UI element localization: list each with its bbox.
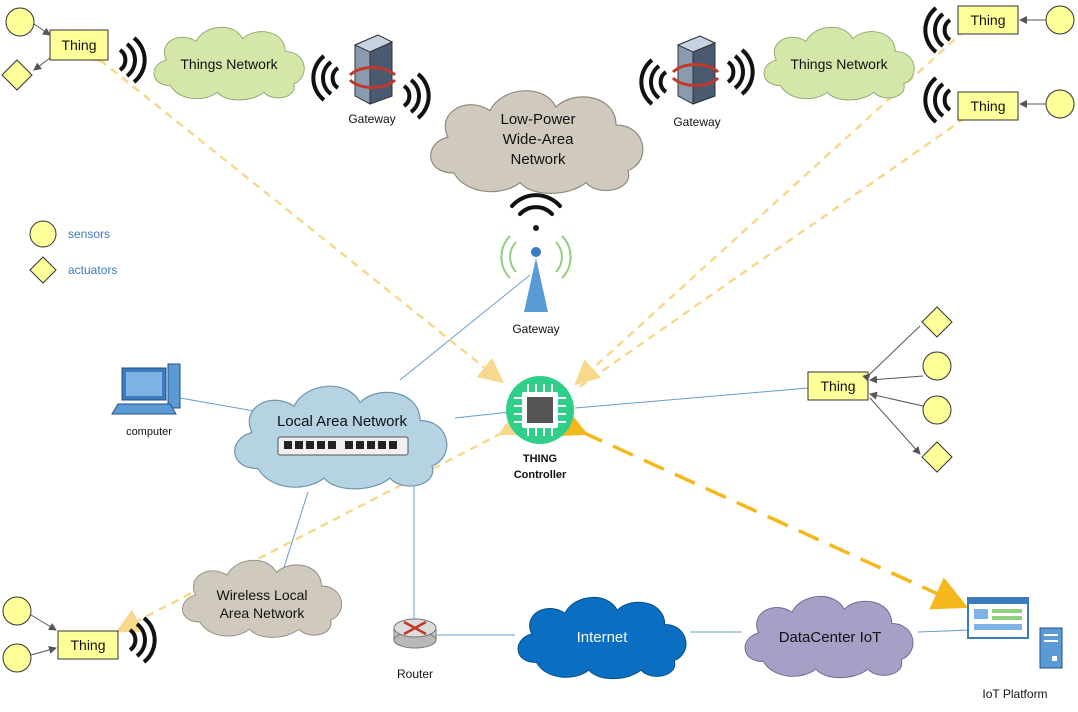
sensor-icon — [1045, 5, 1075, 35]
antenna-icon — [500, 235, 572, 312]
internet-cloud: Internet — [517, 596, 687, 680]
thing-controller: THING Controller — [506, 376, 574, 481]
iot-platform-label: IoT Platform — [982, 687, 1047, 701]
lpwan-cloud: Low-Power Wide-Area Network — [430, 90, 644, 195]
sensor-icon — [2, 643, 32, 673]
wifi-signal-icon — [118, 36, 147, 84]
sensor-icon — [922, 351, 952, 381]
wifi-signal-icon — [510, 193, 562, 231]
computer-icon — [111, 363, 181, 415]
gateway-center-label: Gateway — [512, 322, 559, 336]
dashed-link-controller-platform — [549, 404, 969, 610]
gateway-center: Gateway — [500, 193, 572, 336]
things-network-left-cloud: Things Network — [153, 26, 305, 101]
thing-label: Thing — [61, 37, 96, 53]
legend-actuator-icon — [29, 256, 57, 284]
wifi-signal-icon — [726, 48, 755, 96]
sensor-icon — [2, 596, 32, 626]
wlan-label-line-1: Wireless Local — [216, 587, 307, 603]
wifi-signal-icon — [402, 72, 431, 120]
wifi-signal-icon — [128, 616, 157, 664]
server-icon — [1039, 627, 1063, 669]
thing-label: Thing — [970, 98, 1005, 114]
internet-label: Internet — [577, 629, 629, 646]
datacenter-cloud: DataCenter IoT — [744, 595, 914, 679]
gateway-right: Gateway — [639, 35, 755, 129]
router-label: Router — [397, 667, 433, 681]
wlan-cloud: Wireless Local Area Network — [182, 559, 343, 638]
gateway-right-label: Gateway — [673, 115, 720, 129]
lan-label: Local Area Network — [277, 413, 408, 430]
controller-label-line-2: Controller — [514, 469, 567, 481]
thing-bottom-left: Thing — [2, 596, 157, 673]
wire-controller-thing — [574, 387, 809, 409]
controller-label-line-1: THING — [523, 453, 557, 465]
thing-top-right-2: Thing — [923, 76, 1075, 124]
actuator-icon — [921, 306, 953, 338]
legend-actuators-label: actuators — [68, 263, 117, 277]
thing-top-left: Thing — [1, 7, 147, 91]
gateway-left: Gateway — [311, 34, 431, 126]
wire-datacenter-platform — [917, 629, 973, 633]
thing-label: Thing — [820, 378, 855, 394]
legend-sensor-icon — [29, 220, 57, 248]
network-switch-icon — [277, 436, 409, 456]
lan-cloud: Local Area Network — [233, 385, 448, 490]
actuator-icon — [1, 59, 33, 91]
wire-lan-gateway — [399, 274, 531, 381]
computer: computer — [111, 363, 181, 438]
lpwan-label-line-2: Wide-Area — [503, 131, 575, 148]
wifi-signal-icon — [311, 54, 340, 102]
datacenter-label: DataCenter IoT — [779, 629, 882, 646]
wlan-label-line-2: Area Network — [220, 605, 306, 621]
sensor-icon — [5, 7, 35, 37]
server-tower-icon — [348, 34, 397, 105]
thing-label: Thing — [70, 637, 105, 653]
wifi-signal-icon — [923, 6, 952, 54]
thing-label: Thing — [970, 12, 1005, 28]
thing-top-right-1: Thing — [923, 5, 1075, 54]
dashed-link-top-right-thing-2 — [577, 96, 989, 390]
legend: sensors actuators — [29, 220, 117, 284]
lpwan-label-line-3: Network — [510, 151, 566, 168]
wifi-signal-icon — [923, 76, 952, 124]
sensor-icon — [922, 395, 952, 425]
gateway-left-label: Gateway — [348, 112, 395, 126]
things-network-left-label: Things Network — [180, 56, 278, 72]
dashboard-window-icon — [967, 597, 1029, 639]
sensor-icon — [1045, 89, 1075, 119]
lpwan-label-line-1: Low-Power — [500, 111, 575, 128]
wifi-signal-icon — [639, 58, 668, 106]
computer-label: computer — [126, 426, 172, 438]
router-icon — [393, 618, 437, 649]
dashed-link-top-left-thing — [76, 37, 504, 384]
things-network-right-label: Things Network — [790, 56, 888, 72]
router: Router — [393, 618, 437, 681]
actuator-icon — [921, 441, 953, 473]
legend-sensors-label: sensors — [68, 227, 110, 241]
thing-right: Thing — [807, 306, 953, 473]
dashed-link-bottom-left-thing — [115, 412, 526, 633]
wire-lan-controller — [454, 411, 511, 419]
wire-computer-lan — [179, 397, 261, 413]
iot-platform: IoT Platform — [967, 597, 1063, 701]
server-tower-icon — [671, 35, 720, 105]
things-network-right-cloud: Things Network — [763, 26, 915, 101]
